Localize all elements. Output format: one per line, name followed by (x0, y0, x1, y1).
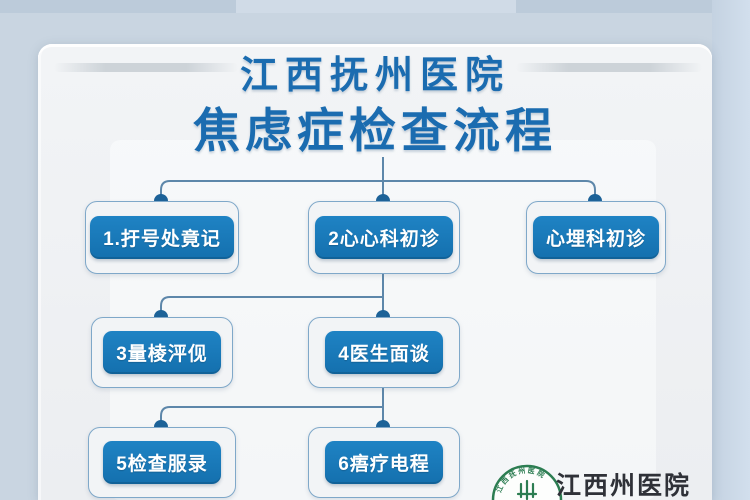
hospital-logo-text: 江西州医院 (556, 472, 692, 500)
flow-node-7-label: 6痦疗电程 (338, 454, 430, 475)
page-title: 焦虑症检查流程 (193, 104, 557, 157)
flow-node-7: 6痦疗电程 (308, 427, 460, 498)
top-strip-highlight (236, 0, 516, 13)
right-edge-band (712, 0, 750, 500)
emblem-glyph (516, 479, 538, 500)
flow-node-1-label: 1.扜号处竟记 (103, 229, 221, 250)
title-stripe-left (54, 63, 238, 72)
flow-node-5-label: 4医生面谈 (338, 344, 430, 365)
flow-node-2-pill: 2心心科初诊 (315, 216, 453, 259)
flow-node-6-pill: 5检查服录 (103, 441, 221, 484)
flow-node-4-label: 3量棱泙伣 (116, 344, 208, 365)
flow-node-5: 4医生面谈 (308, 317, 460, 388)
flow-node-6-label: 5检查服录 (116, 454, 208, 475)
flow-node-3-label: 心埋科初诊 (545, 229, 646, 250)
hospital-emblem-icon: 江西抚州医院 (491, 464, 563, 500)
flow-node-1-pill: 1.扜号处竟记 (90, 216, 234, 259)
flow-node-3: 心埋科初诊 (526, 201, 666, 274)
flow-node-6: 5检查服录 (88, 427, 236, 498)
flow-node-7-pill: 6痦疗电程 (325, 441, 443, 484)
flow-node-5-pill: 4医生面谈 (325, 331, 443, 374)
flow-node-2: 2心心科初诊 (308, 201, 460, 274)
flow-node-4-pill: 3量棱泙伣 (103, 331, 221, 374)
flow-node-2-label: 2心心科初诊 (328, 229, 440, 250)
title-stripe-right (516, 63, 702, 72)
flow-node-3-pill: 心埋科初诊 (532, 216, 659, 259)
flow-node-4: 3量棱泙伣 (91, 317, 233, 388)
flow-node-1: 1.扜号处竟记 (85, 201, 239, 274)
hospital-name: 江西抚州医院 (239, 55, 510, 97)
